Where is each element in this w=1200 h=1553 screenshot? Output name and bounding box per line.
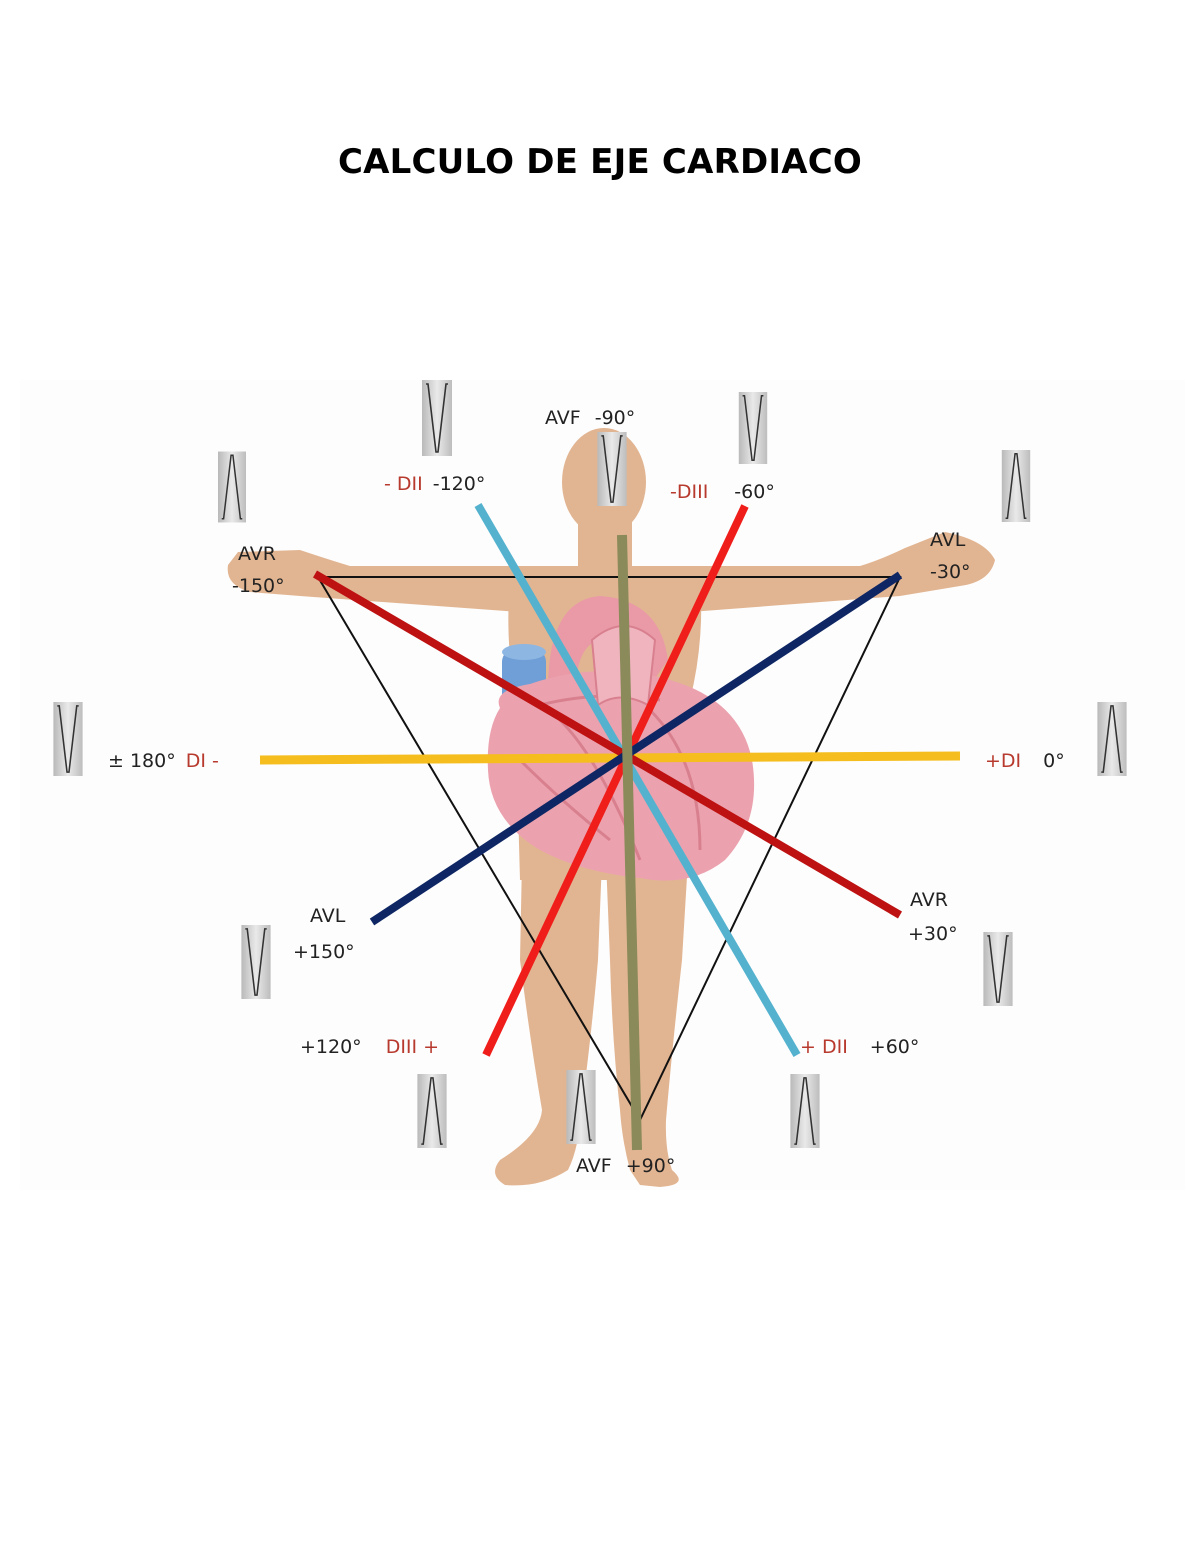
label-di-negative: ± 180°DI - xyxy=(108,750,219,772)
label-avl-negative: AVL xyxy=(930,529,966,551)
label-avl-positive: AVL xyxy=(310,905,346,927)
qs-complex-icon xyxy=(737,392,769,464)
label-avr-negative: AVR xyxy=(238,543,276,565)
label-dii-positive: + DII+60° xyxy=(800,1036,919,1058)
label-diii-positive: +120°DIII + xyxy=(300,1036,439,1058)
qs-complex-icon xyxy=(421,380,453,456)
label-avl-negative-angle: -30° xyxy=(930,561,971,583)
label-dii-negative: - DII-120° xyxy=(384,473,485,495)
r-complex-icon xyxy=(566,1070,596,1144)
r-complex-icon xyxy=(218,450,246,524)
r-complex-icon xyxy=(416,1074,448,1148)
label-avr-positive: AVR xyxy=(910,889,948,911)
axis-line-dii xyxy=(474,502,801,1058)
label-diii-negative: -DIII-60° xyxy=(670,481,775,503)
label-avf-bottom: AVF+90° xyxy=(576,1155,675,1177)
label-avr-negative-angle: -150° xyxy=(232,575,285,597)
label-avr-positive-angle: +30° xyxy=(908,923,958,945)
qs-complex-icon xyxy=(597,432,627,506)
lead-labels: AVF-90° - DII-120° -DIII-60° AVR -150° A… xyxy=(108,407,1065,1177)
page-title: CALCULO DE EJE CARDIACO xyxy=(338,142,862,182)
qs-complex-icon xyxy=(241,925,271,999)
label-avl-positive-angle: +150° xyxy=(293,941,355,963)
right-leg xyxy=(606,860,688,1187)
r-complex-icon xyxy=(1001,450,1031,522)
axis-line-diii xyxy=(482,504,749,1057)
axis-line-di xyxy=(259,751,961,765)
qs-complex-icon xyxy=(52,702,84,776)
label-avf-top: AVF-90° xyxy=(545,407,635,429)
axis-line-avf xyxy=(617,534,642,1151)
lead-axes xyxy=(259,502,961,1151)
axis-line-avl xyxy=(369,571,903,926)
qs-complex-icon xyxy=(983,932,1013,1006)
vessel-top xyxy=(502,644,546,660)
axis-line-avr xyxy=(312,570,903,919)
r-complex-icon xyxy=(789,1074,821,1148)
r-complex-icon xyxy=(1096,702,1128,776)
